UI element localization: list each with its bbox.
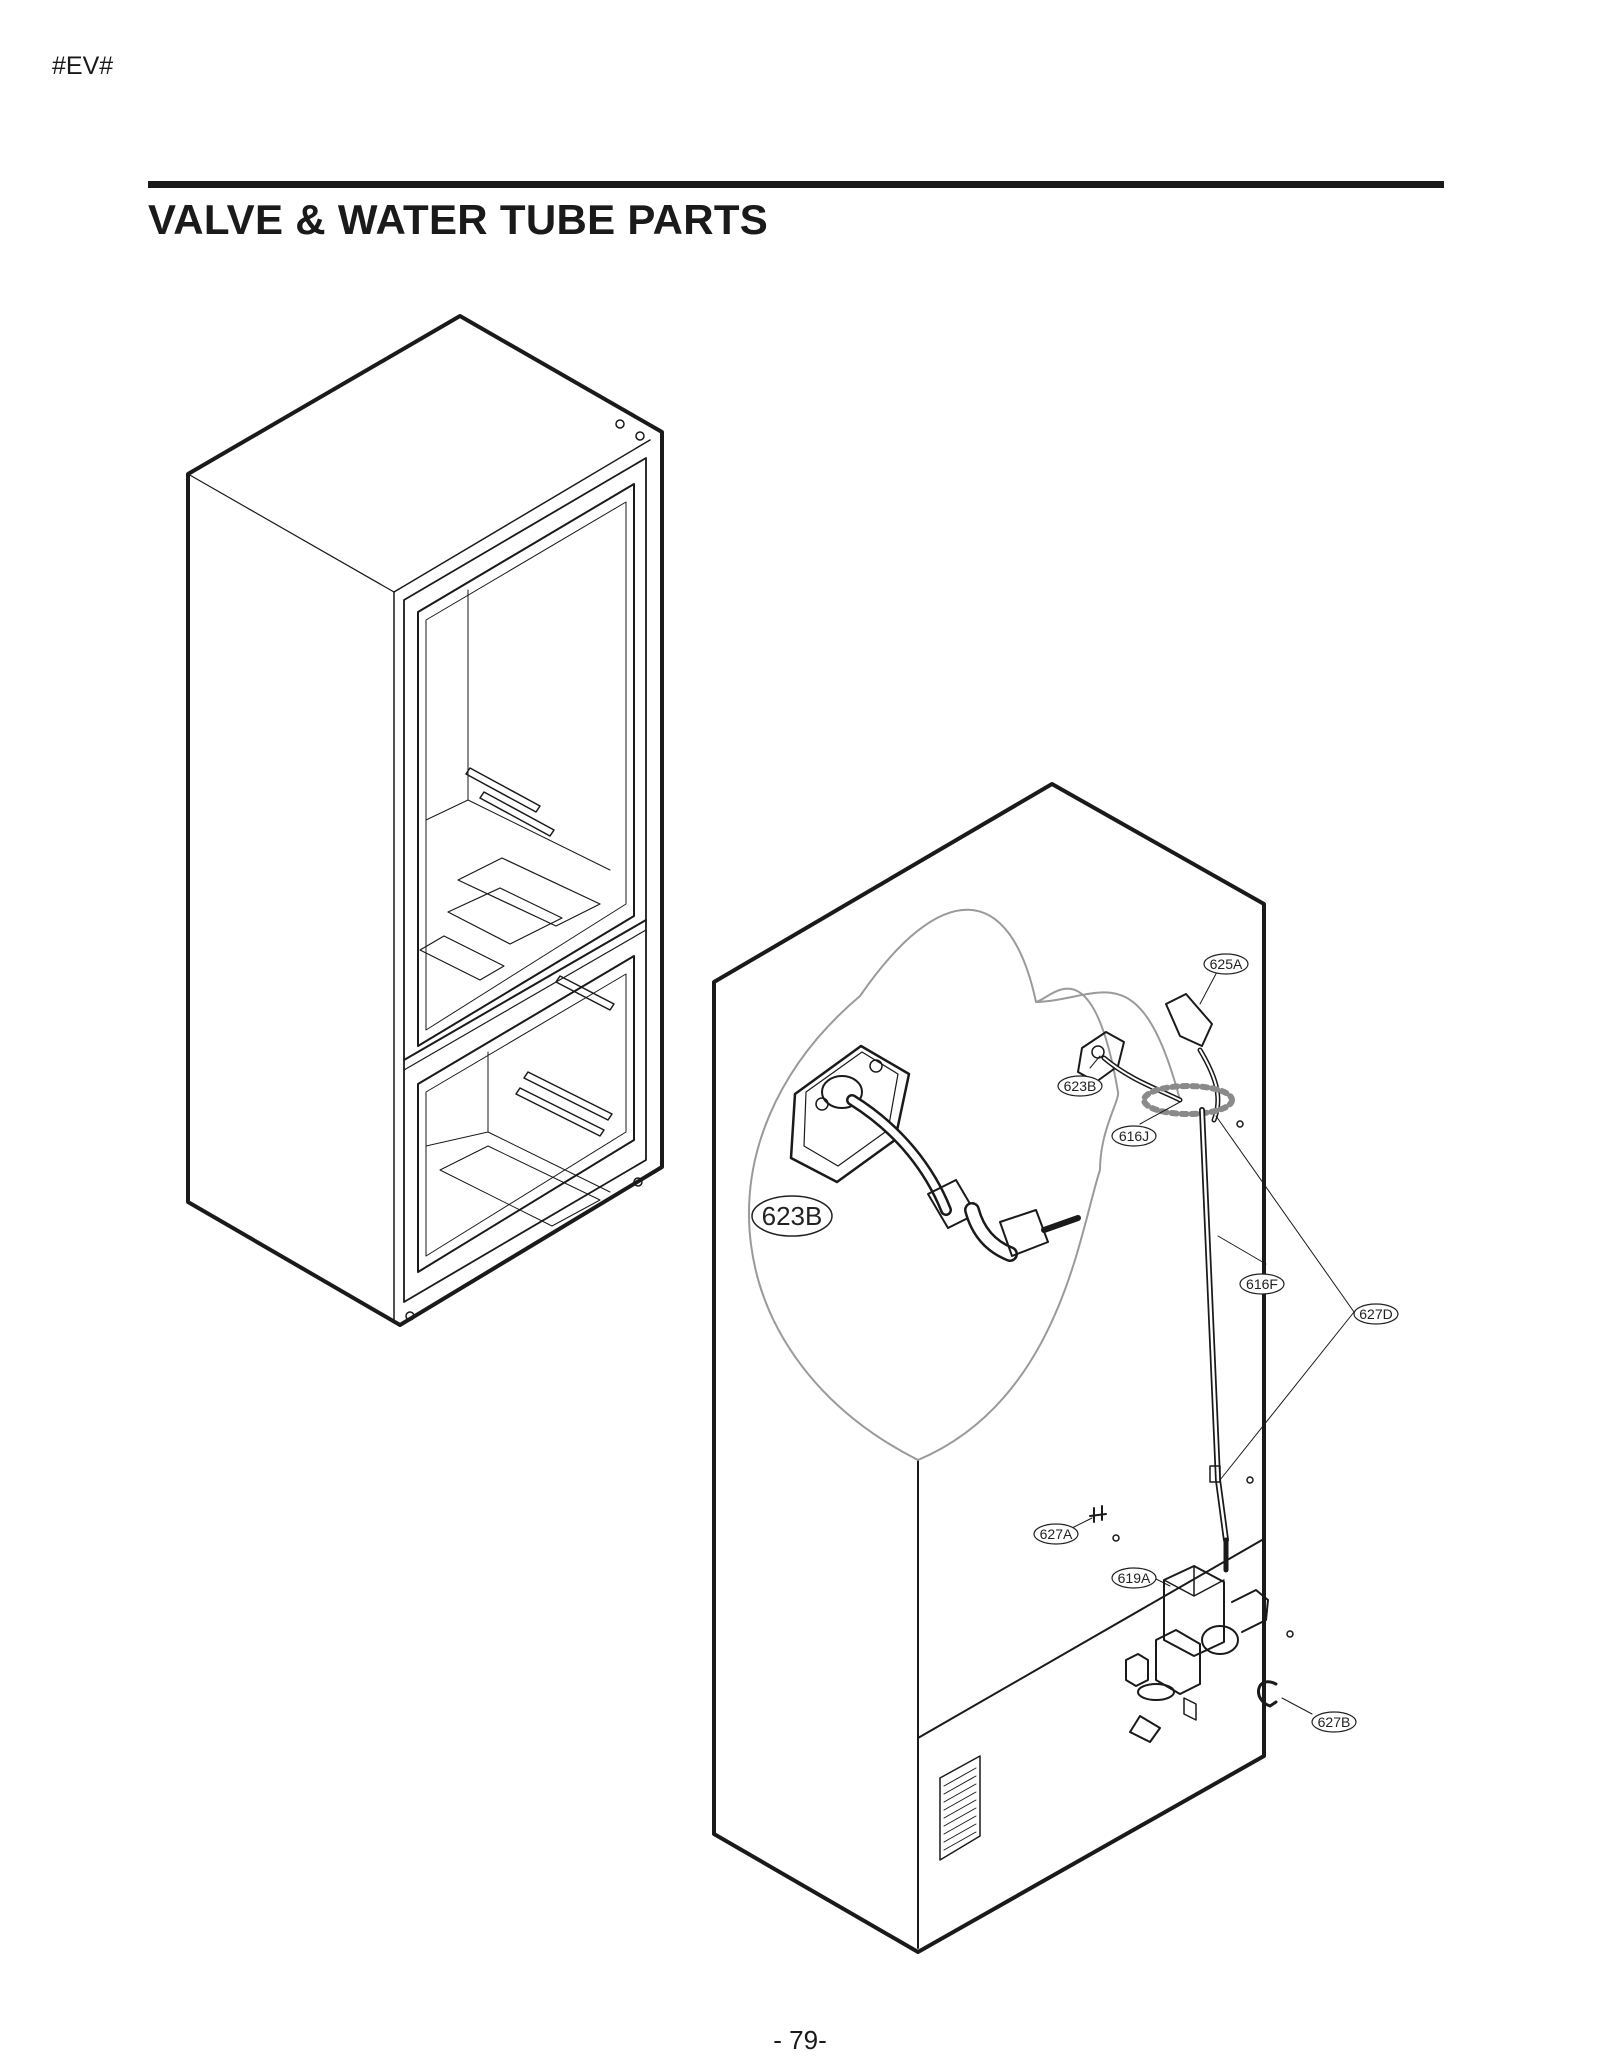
callout-616F-label: 616F [1246, 1276, 1278, 1292]
callout-616F: 616F [1239, 1273, 1285, 1295]
callout-detail-623B-label: 623B [762, 1201, 823, 1231]
callout-623B: 623B [1057, 1075, 1103, 1097]
leader-lines [1063, 969, 1355, 1715]
refrigerator-cabinet-rear [712, 782, 1266, 1954]
document-code: #EV# [52, 52, 114, 80]
refrigerator-cabinet-front [186, 314, 664, 1327]
water-tube-616F [1199, 1107, 1229, 1543]
tube-heater-625A [1165, 993, 1221, 1123]
page-title: VALVE & WATER TUBE PARTS [148, 196, 769, 243]
connector-highlight [1141, 1083, 1235, 1117]
callout-616J: 616J [1111, 1125, 1157, 1147]
clip-627B [1257, 1680, 1278, 1708]
callout-619A-label: 619A [1118, 1570, 1151, 1586]
callout-detail-623B: 623B [751, 1195, 833, 1237]
callout-627A: 627A [1033, 1523, 1079, 1545]
page-number: - 79- [773, 2025, 827, 2055]
title-rule [148, 181, 1444, 188]
callout-625A: 625A [1203, 953, 1249, 975]
callout-616J-label: 616J [1119, 1128, 1149, 1144]
callout-627B: 627B [1311, 1711, 1357, 1733]
callout-627D: 627D [1353, 1303, 1399, 1325]
callout-619A: 619A [1111, 1567, 1157, 1589]
water-valve-619A [1125, 1537, 1269, 1743]
callout-623B-label: 623B [1064, 1078, 1097, 1094]
callout-627B-label: 627B [1318, 1714, 1351, 1730]
callout-627D-label: 627D [1359, 1306, 1392, 1322]
callout-627A-label: 627A [1040, 1526, 1073, 1542]
detail-magnifier [748, 908, 1181, 1461]
clamp-627A [1089, 1505, 1107, 1523]
screws-627D [1112, 1120, 1294, 1638]
callout-625A-label: 625A [1210, 956, 1243, 972]
